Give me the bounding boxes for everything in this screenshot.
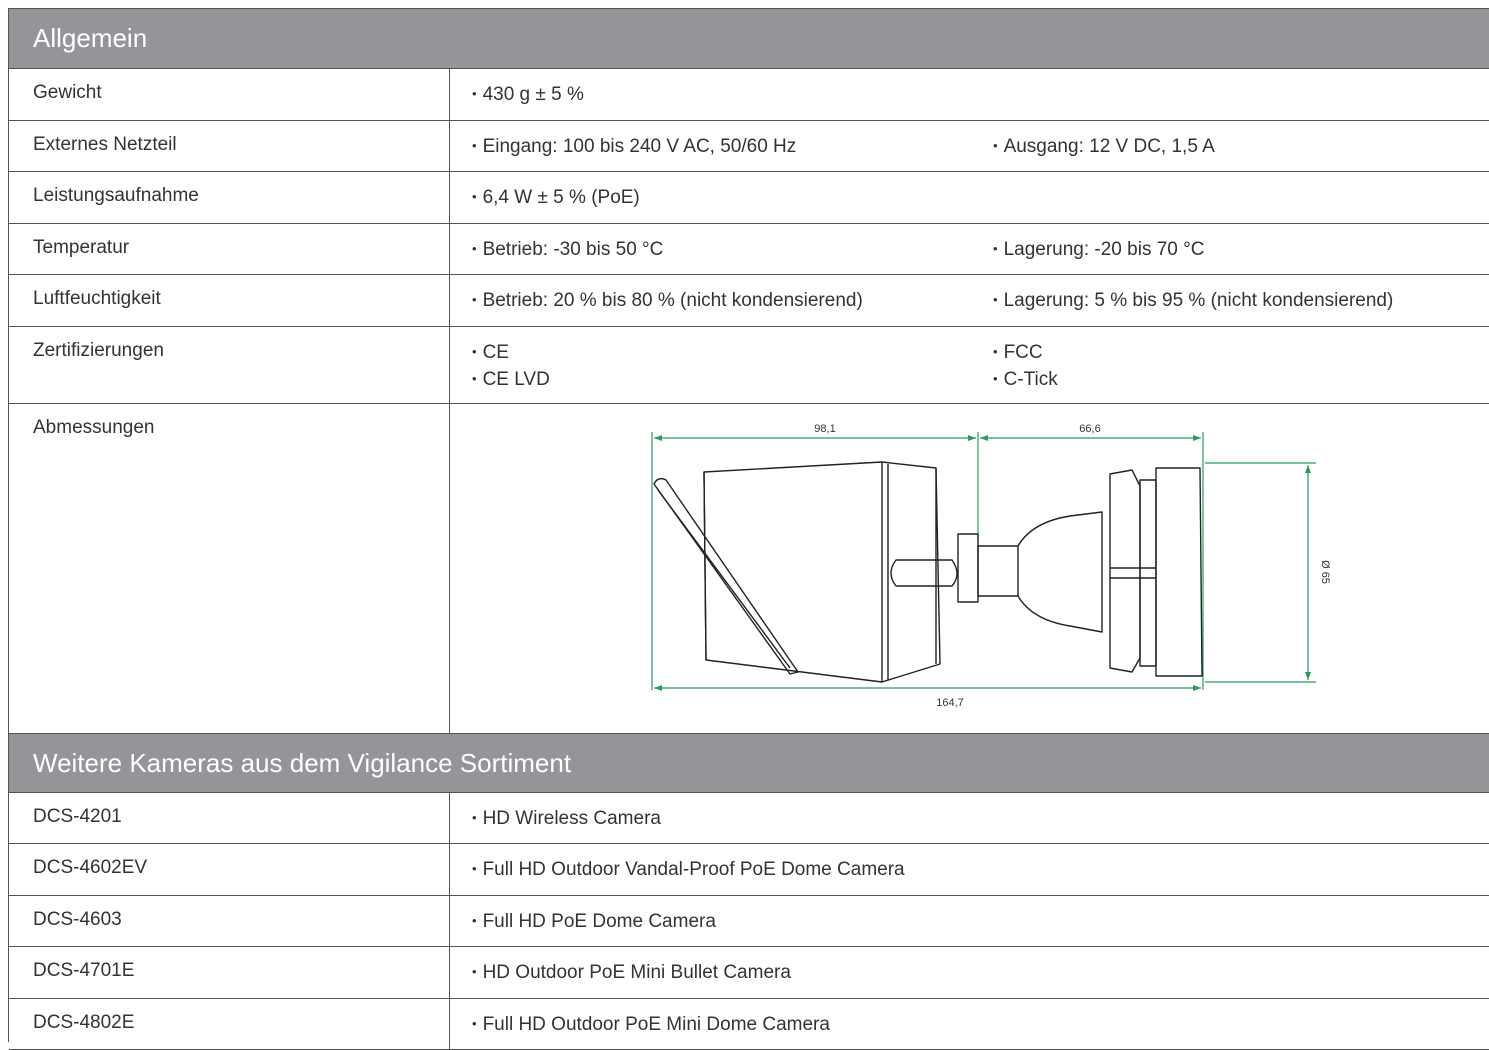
camera-model: DCS-4603 bbox=[9, 896, 450, 946]
spec-label: Abmessungen bbox=[9, 404, 450, 733]
camera-description: HD Outdoor PoE Mini Bullet Camera bbox=[472, 960, 1489, 987]
spec-value: Lagerung: 5 % bis 95 % (nicht kondensier… bbox=[993, 288, 1489, 315]
camera-outline bbox=[653, 461, 1203, 683]
camera-row: DCS-4201 HD Wireless Camera bbox=[9, 793, 1489, 844]
spec-value: CE LVD bbox=[472, 367, 993, 394]
camera-row: DCS-4701E HD Outdoor PoE Mini Bullet Cam… bbox=[9, 947, 1489, 999]
section-header-more-cameras: Weitere Kameras aus dem Vigilance Sortim… bbox=[9, 734, 1489, 793]
spec-value: Eingang: 100 bis 240 V AC, 50/60 Hz bbox=[472, 134, 993, 161]
spec-row-dimensions: Abmessungen bbox=[9, 404, 1489, 734]
dimension-label-total: 164,7 bbox=[936, 697, 964, 709]
spec-row-power-consumption: Leistungsaufnahme 6,4 W ± 5 % (PoE) bbox=[9, 172, 1489, 224]
spec-value: 6,4 W ± 5 % (PoE) bbox=[472, 185, 993, 212]
spec-sheet: Allgemein Gewicht 430 g ± 5 % Externes N… bbox=[8, 8, 1489, 1050]
camera-row: DCS-4802E Full HD Outdoor PoE Mini Dome … bbox=[9, 999, 1489, 1050]
spec-label: Temperatur bbox=[9, 224, 450, 274]
spec-value: Ausgang: 12 V DC, 1,5 A bbox=[993, 134, 1489, 161]
dimension-label-diameter: Ø 65 bbox=[1319, 560, 1330, 584]
dimension-label-mount: 66,6 bbox=[1079, 423, 1100, 435]
spec-label: Leistungsaufnahme bbox=[9, 172, 450, 223]
spec-value: Betrieb: 20 % bis 80 % (nicht kondensier… bbox=[472, 288, 993, 315]
spec-value: Lagerung: -20 bis 70 °C bbox=[993, 237, 1489, 264]
camera-model: DCS-4602EV bbox=[9, 844, 450, 895]
camera-description: HD Wireless Camera bbox=[472, 806, 1489, 833]
spec-label: Externes Netzteil bbox=[9, 121, 450, 171]
camera-description: Full HD PoE Dome Camera bbox=[472, 909, 1489, 936]
spec-row-temperature: Temperatur Betrieb: -30 bis 50 °C Lageru… bbox=[9, 224, 1489, 275]
spec-value: C-Tick bbox=[993, 367, 1489, 394]
section-header-general: Allgemein bbox=[9, 9, 1489, 69]
camera-model: DCS-4802E bbox=[9, 999, 450, 1049]
spec-label: Gewicht bbox=[9, 69, 450, 120]
spec-value: CE bbox=[472, 340, 993, 367]
spec-label: Zertifizierungen bbox=[9, 327, 450, 403]
spec-row-weight: Gewicht 430 g ± 5 % bbox=[9, 69, 1489, 121]
spec-value: Betrieb: -30 bis 50 °C bbox=[472, 237, 993, 264]
spec-value: 430 g ± 5 % bbox=[472, 82, 993, 109]
spec-row-power-supply: Externes Netzteil Eingang: 100 bis 240 V… bbox=[9, 121, 1489, 172]
spec-label: Luftfeuchtigkeit bbox=[9, 275, 450, 326]
dimension-lines bbox=[651, 432, 1316, 690]
camera-row: DCS-4603 Full HD PoE Dome Camera bbox=[9, 896, 1489, 947]
camera-model: DCS-4201 bbox=[9, 793, 450, 843]
spec-row-certifications: Zertifizierungen CE CE LVD FCC C-Tick bbox=[9, 327, 1489, 404]
dimension-label-body: 98,1 bbox=[814, 423, 835, 435]
camera-description: Full HD Outdoor Vandal-Proof PoE Dome Ca… bbox=[472, 857, 1489, 884]
camera-description: Full HD Outdoor PoE Mini Dome Camera bbox=[472, 1012, 1489, 1039]
spec-row-humidity: Luftfeuchtigkeit Betrieb: 20 % bis 80 % … bbox=[9, 275, 1489, 327]
spec-value: FCC bbox=[993, 340, 1489, 367]
camera-row: DCS-4602EV Full HD Outdoor Vandal-Proof … bbox=[9, 844, 1489, 896]
camera-model: DCS-4701E bbox=[9, 947, 450, 998]
dimension-arrows bbox=[654, 435, 1311, 691]
camera-dimension-drawing: 98,1 66,6 164,7 Ø 65 bbox=[651, 423, 1330, 709]
